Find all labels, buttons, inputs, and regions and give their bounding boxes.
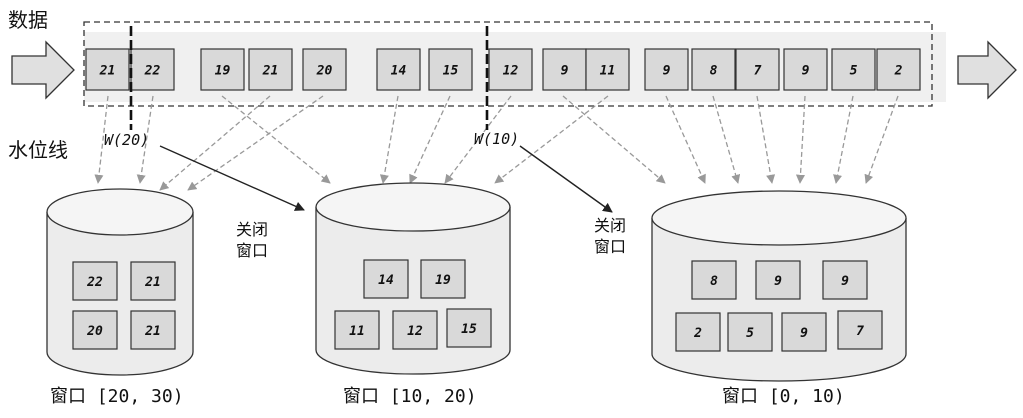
stream-box-value: 19	[215, 64, 231, 79]
flow-arrow	[795, 95, 806, 184]
close-window-label-2a: 关闭	[594, 216, 626, 235]
window-box-value: 2	[693, 326, 702, 341]
flow-arrow	[864, 95, 899, 184]
stream-box	[130, 48, 175, 91]
window-box	[822, 260, 868, 300]
close-window-label-1a: 关闭	[236, 220, 268, 239]
window-box-value: 19	[435, 273, 451, 288]
window-box	[675, 312, 721, 352]
window-title-1: 窗口 [20, 30)	[50, 386, 184, 407]
stream-box-value: 21	[99, 64, 116, 79]
stream-box-value: 2	[894, 64, 903, 79]
window-box	[72, 261, 118, 301]
window-box-value: 5	[746, 326, 754, 341]
flow-arrow	[94, 95, 109, 184]
data-label: 数据	[8, 8, 48, 32]
window-box-value: 21	[144, 324, 161, 339]
window-box-value: 15	[461, 322, 477, 337]
close-window-arrow	[519, 145, 613, 213]
stream-box	[248, 48, 293, 91]
stream-box	[735, 48, 780, 91]
window-box-value: 14	[378, 273, 394, 288]
stream-box	[200, 48, 245, 91]
stream-box-value: 8	[710, 64, 718, 79]
window-box-value: 21	[144, 275, 161, 290]
window-box-value: 9	[800, 326, 808, 341]
close-window-label-2b: 窗口	[594, 237, 626, 256]
stream-box-value: 14	[391, 64, 407, 79]
close-window-arrow	[159, 145, 305, 211]
window-box	[363, 259, 409, 299]
stream-box	[876, 48, 921, 91]
window-box-value: 12	[407, 324, 423, 339]
flow-arrow	[712, 95, 741, 184]
stream-border	[83, 21, 933, 107]
window-box	[727, 312, 773, 352]
watermark-value: W(10)	[474, 130, 519, 148]
watermark-value: W(20)	[104, 131, 149, 149]
window-title-2: 窗口 [10, 20)	[343, 386, 477, 407]
flow-arrow	[221, 95, 331, 184]
flow-arrow	[409, 95, 451, 184]
window-box	[130, 261, 176, 301]
flow-arrow	[136, 95, 154, 184]
window-box	[446, 308, 492, 348]
flow-arrow	[665, 95, 706, 184]
stream-box-value: 21	[262, 64, 279, 79]
stream-box-value: 22	[144, 64, 161, 79]
stream-box	[488, 48, 533, 91]
stream-box	[376, 48, 421, 91]
window-box	[334, 310, 380, 350]
stream-box	[542, 48, 587, 91]
stream-box	[585, 48, 630, 91]
flow-arrow	[756, 95, 776, 184]
stream-box	[85, 48, 130, 91]
window-box-value: 9	[841, 274, 849, 289]
window-box-value: 9	[774, 274, 782, 289]
flow-arrow	[833, 95, 854, 184]
watermark-label: 水位线	[8, 138, 68, 162]
output-arrow-icon	[957, 40, 1017, 100]
window-box	[72, 310, 118, 350]
stream-box-value: 9	[663, 64, 671, 79]
window-title-3: 窗口 [0, 10)	[722, 386, 845, 407]
flow-arrow	[159, 95, 271, 191]
input-arrow-icon	[11, 40, 75, 100]
flow-arrow	[379, 95, 399, 184]
window-box	[781, 312, 827, 352]
stream-box-value: 5	[850, 64, 858, 79]
window-box	[130, 310, 176, 350]
flow-arrow	[444, 95, 512, 184]
stream-box-value: 7	[754, 64, 762, 79]
window-box	[420, 259, 466, 299]
stream-box	[783, 48, 828, 91]
stream-box-value: 12	[503, 64, 519, 79]
window-box	[691, 260, 737, 300]
window-box	[392, 310, 438, 350]
stream-box-value: 9	[561, 64, 569, 79]
stream-box	[302, 48, 347, 91]
stream-box	[644, 48, 689, 91]
flow-arrow	[562, 95, 666, 184]
flow-arrow	[187, 95, 324, 191]
stream-box-value: 9	[802, 64, 810, 79]
stream-box-value: 15	[443, 64, 459, 79]
window-box	[837, 310, 883, 350]
stream-box	[428, 48, 473, 91]
stream-box	[831, 48, 876, 91]
window-box-value: 22	[86, 275, 103, 290]
window-box-value: 8	[710, 274, 718, 289]
window-box	[755, 260, 801, 300]
window-box-value: 7	[856, 324, 864, 339]
stream-box	[691, 48, 736, 91]
window-box-value: 20	[86, 324, 103, 339]
stream-box-value: 20	[316, 64, 333, 79]
window-box-value: 11	[349, 324, 365, 339]
stream-box-value: 11	[600, 64, 616, 79]
close-window-label-1b: 窗口	[236, 241, 268, 260]
